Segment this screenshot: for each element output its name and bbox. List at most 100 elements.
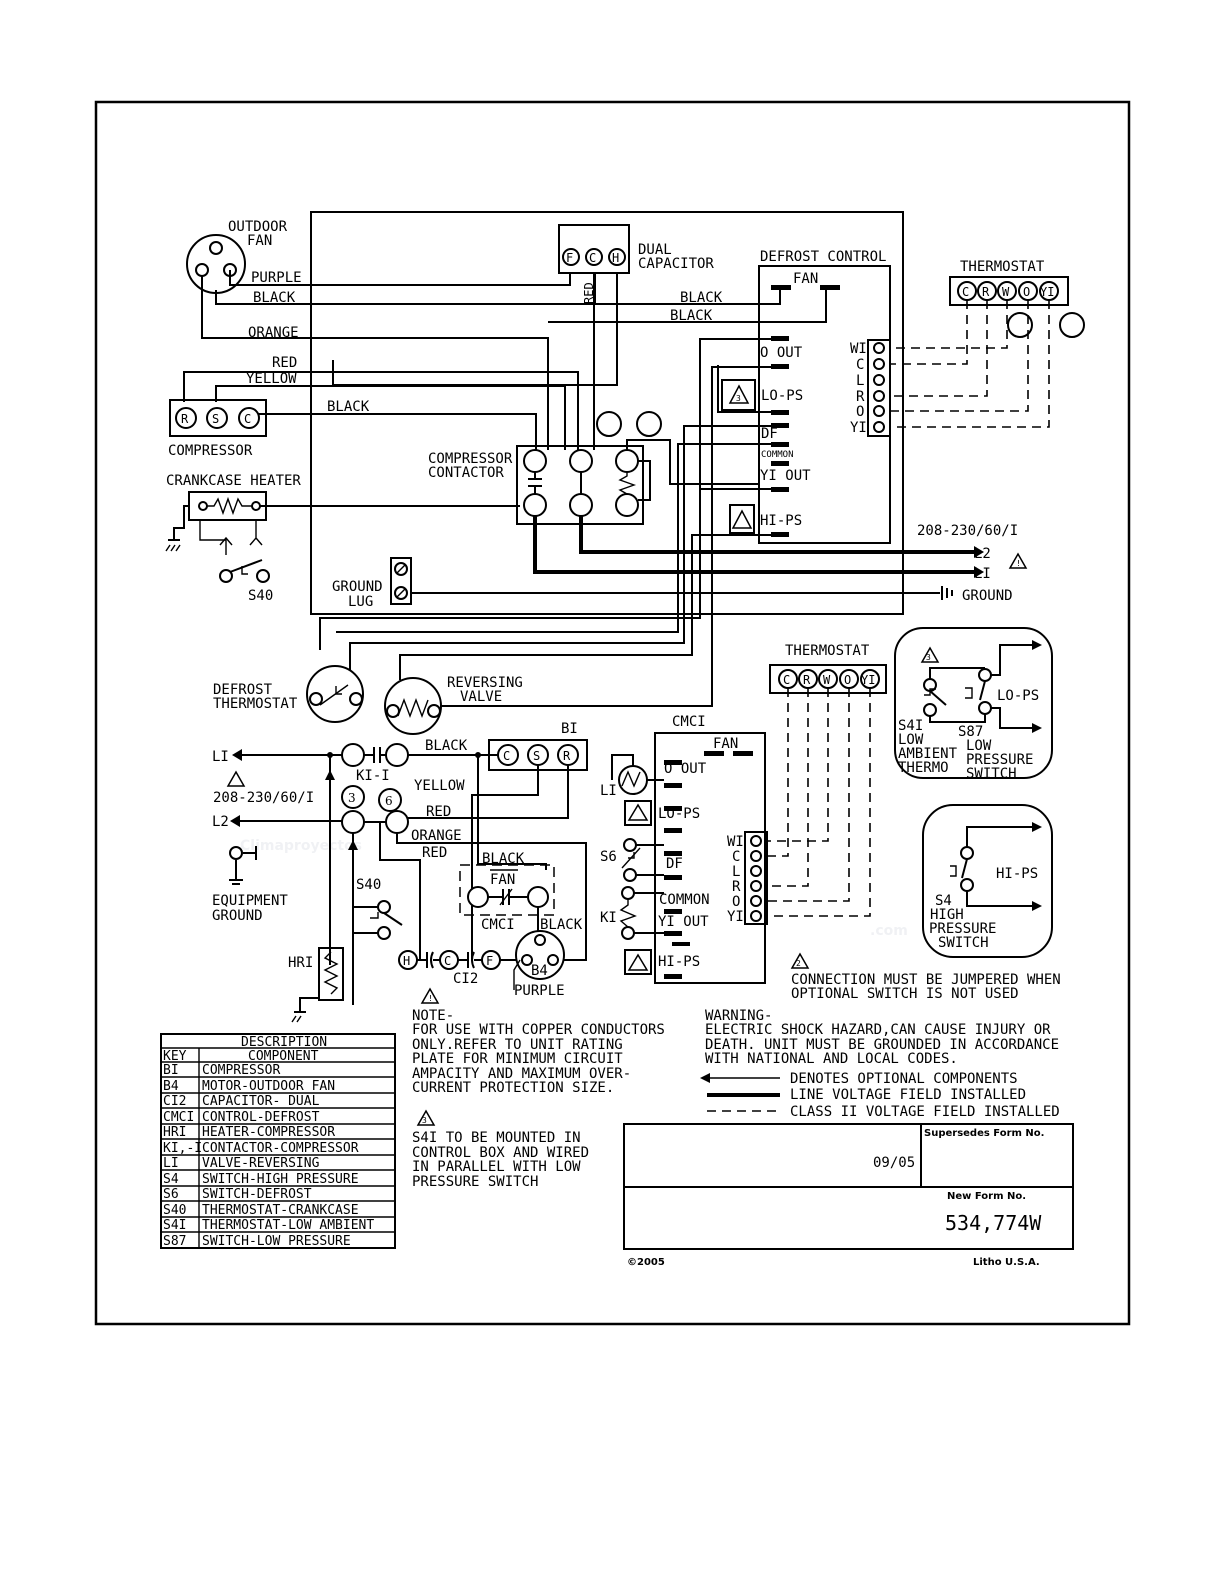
- crankcase-heater-label: CRANKCASE HEATER: [166, 473, 301, 489]
- svg-text:LI: LI: [163, 1156, 179, 1171]
- s41-note-3: IN PARALLEL WITH LOW: [412, 1159, 581, 1175]
- l1-coil-label: LI: [600, 783, 617, 799]
- c12-terminal-c: C: [444, 954, 451, 968]
- cap-terminal-c: [585, 248, 603, 266]
- wire-label-black-7: BLACK: [540, 917, 583, 933]
- svg-text:3: 3: [736, 394, 741, 403]
- tb-o: O: [856, 404, 864, 420]
- cap-terminal-h-label: H: [612, 251, 619, 265]
- s41-label-1: S4I: [898, 718, 923, 734]
- l1-top-label: LI: [974, 566, 991, 582]
- tb-w1: WI: [850, 341, 867, 357]
- terminal-block-lower-screws: [750, 835, 762, 922]
- table-row: S6 SWITCH-DEFROST: [163, 1187, 312, 1202]
- s4-label-4: SWITCH: [938, 935, 989, 951]
- cmc1-o-out-label: O OUT: [664, 761, 707, 777]
- equipment-ground-label-2: GROUND: [212, 908, 263, 924]
- legend-optional: DENOTES OPTIONAL COMPONENTS: [790, 1071, 1018, 1087]
- cap-terminal-c-label: C: [589, 251, 596, 265]
- s40-label-top: S40: [248, 588, 273, 604]
- s4-label-2: HIGH: [930, 907, 964, 923]
- wire-label-black-6: BLACK: [482, 851, 525, 867]
- wire-label-red-3: RED: [422, 845, 447, 861]
- table-row: HRI HEATER-COMPRESSOR: [163, 1125, 335, 1140]
- compressor-contactor-label-2: CONTACTOR: [428, 465, 504, 481]
- compressor-terminal-s: S: [212, 412, 219, 426]
- s4-label-3: PRESSURE: [929, 921, 996, 937]
- svg-text:SWITCH-DEFROST: SWITCH-DEFROST: [202, 1187, 312, 1202]
- reversing-valve: [384, 677, 442, 735]
- outdoor-fan-label-2: FAN: [247, 233, 272, 249]
- note-line-6: CURRENT PROTECTION SIZE.: [412, 1080, 614, 1096]
- wire-label-purple-2: PURPLE: [514, 983, 565, 999]
- tstat-top-o: O: [1023, 285, 1030, 299]
- dual-capacitor-label-1: DUAL: [638, 242, 672, 258]
- tb2-w1: WI: [727, 834, 744, 850]
- b4-fan-motor: [515, 930, 565, 980]
- form-date: 09/05: [873, 1155, 915, 1171]
- s41-label-2: LOW: [898, 732, 924, 748]
- tstat-top-c: C: [962, 285, 969, 299]
- supersedes-label: Supersedes Form No.: [924, 1128, 1044, 1139]
- svg-text:S6: S6: [163, 1187, 179, 1202]
- title-block: [623, 1123, 1074, 1250]
- legend-line-voltage: LINE VOLTAGE FIELD INSTALLED: [790, 1087, 1026, 1103]
- b1-terminal-r: R: [563, 749, 571, 763]
- dc-y1-out-label: YI OUT: [760, 468, 811, 484]
- svg-text:CMCI: CMCI: [163, 1110, 194, 1125]
- l2-lower-label: L2: [212, 814, 229, 830]
- dc-df-label: DF: [761, 426, 778, 442]
- table-header-component: COMPONENT: [248, 1049, 319, 1064]
- tstat-lower-w: W: [823, 673, 831, 687]
- s4-box: [922, 804, 1053, 958]
- tb-r: R: [856, 389, 865, 405]
- table-row: S4I THERMOSTAT-LOW AMBIENT: [163, 1218, 374, 1233]
- wire-label-red-1: RED: [272, 355, 297, 371]
- cmc1-y1-out-label: YI OUT: [658, 914, 709, 930]
- s41-note-1: S4I TO BE MOUNTED IN: [412, 1130, 581, 1146]
- s40-label-lower: S40: [356, 877, 381, 893]
- c12-terminal-h: H: [403, 954, 410, 968]
- table-row: S40 THERMOSTAT-CRANKCASE: [163, 1203, 359, 1218]
- watermark-main: Climaproyectos: [240, 838, 362, 854]
- svg-text:SWITCH-HIGH PRESSURE: SWITCH-HIGH PRESSURE: [202, 1172, 359, 1187]
- wire-label-yellow-1: YELLOW: [246, 371, 297, 387]
- b1-terminal-s: S: [533, 749, 540, 763]
- s41-note-4: PRESSURE SWITCH: [412, 1174, 538, 1190]
- thermostat-lower-label: THERMOSTAT: [785, 643, 870, 659]
- thermostat-top-label: THERMOSTAT: [960, 259, 1045, 275]
- l1-lower-label: LI: [212, 749, 229, 765]
- hr1-heater: [318, 947, 344, 1001]
- table-row: CI2 CAPACITOR- DUAL: [163, 1094, 320, 1109]
- hr1-label: HRI: [288, 955, 313, 971]
- wire-label-black-1: BLACK: [253, 290, 296, 306]
- s87-label-1: S87: [958, 724, 983, 740]
- dc-lo-ps-label: LO-PS: [761, 388, 803, 404]
- svg-text:S4I: S4I: [163, 1218, 186, 1233]
- wire-label-red-vertical: RED: [582, 282, 596, 304]
- svg-text:BI: BI: [163, 1063, 179, 1078]
- note-line-5: AMPACITY AND MAXIMUM OVER-: [412, 1066, 631, 1082]
- defrost-thermostat-label-2: THERMOSTAT: [213, 696, 298, 712]
- c12-terminal-f: F: [486, 954, 493, 968]
- svg-text:CONTACTOR-COMPRESSOR: CONTACTOR-COMPRESSOR: [202, 1141, 359, 1156]
- wire-label-yellow-2: YELLOW: [414, 778, 465, 794]
- note-line-3: ONLY.REFER TO UNIT RATING: [412, 1037, 623, 1053]
- cap-terminal-f-label: F: [566, 251, 573, 265]
- cmc1-label-lower: CMCI: [481, 917, 515, 933]
- tstat-lower-r: R: [803, 673, 811, 687]
- svg-text:S87: S87: [163, 1234, 186, 1249]
- new-form-label: New Form No.: [947, 1191, 1026, 1202]
- s87-label-4: SWITCH: [966, 766, 1017, 782]
- warning-line-1: WARNING-: [705, 1008, 772, 1024]
- form-number: 534,774W: [945, 1211, 1042, 1235]
- svg-text:MOTOR-OUTDOOR FAN: MOTOR-OUTDOOR FAN: [202, 1079, 335, 1094]
- svg-text:CAPACITOR- DUAL: CAPACITOR- DUAL: [202, 1094, 320, 1109]
- compressor: [169, 399, 267, 437]
- b1-terminal-c: C: [503, 749, 510, 763]
- table-row: S87 SWITCH-LOW PRESSURE: [163, 1234, 351, 1249]
- reversing-valve-label-1: REVERSING: [447, 675, 523, 691]
- cmc1-fan-label: FAN: [490, 872, 515, 888]
- b1-label: BI: [561, 721, 578, 737]
